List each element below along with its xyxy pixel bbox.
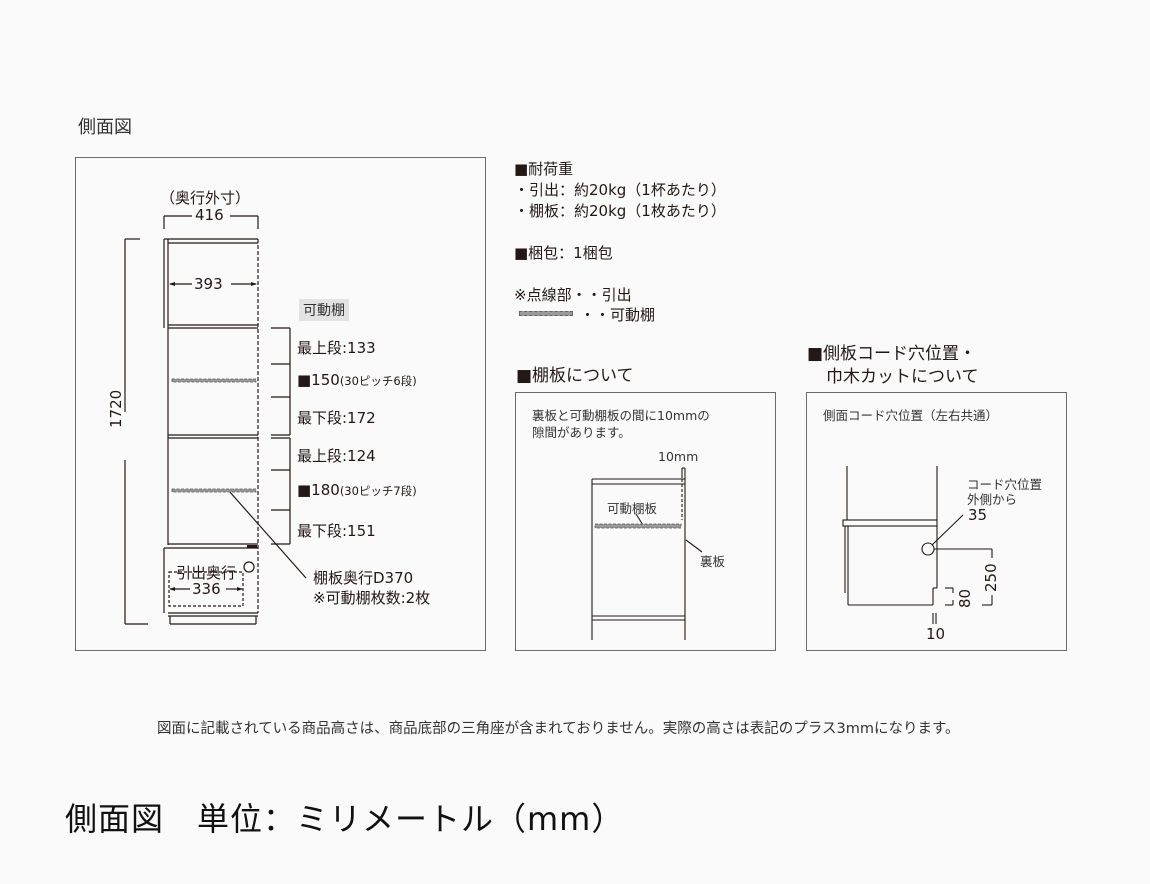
load-heading: ■耐荷重 <box>514 160 574 178</box>
lower-top-clearance: 最上段:124 <box>297 447 376 465</box>
lower-pitch-value: ■180 <box>297 481 340 499</box>
load-shelf: ・棚板：約20kg（1枚あたり） <box>514 202 726 220</box>
upper-bottom-clearance: 最下段:172 <box>297 409 376 427</box>
shelf-count-label: ※可動棚枚数:2枚 <box>313 589 431 607</box>
cord-panel-heading-line2: 巾木カットについて <box>826 367 979 387</box>
cord-panel-heading-line1: ■側板コード穴位置・ <box>807 344 977 364</box>
hole-label-line2: 外側から <box>967 492 1018 507</box>
drawer-depth-label: 引出奥行 <box>176 564 237 582</box>
adjustable-shelf-badge: 可動棚 <box>299 299 349 321</box>
lower-pitch: ■180(30ピッチ7段) <box>297 481 417 499</box>
upper-top-clearance: 最上段:133 <box>297 339 376 357</box>
shelf-description-line1: 裏板と可動棚板の間に10mmの <box>532 408 710 423</box>
main-side-view-panel <box>75 157 486 651</box>
load-drawer: ・引出：約20kg（1杯あたり） <box>514 181 726 199</box>
lower-bottom-clearance: 最下段:151 <box>297 522 376 540</box>
page-title: 側面図 <box>78 117 132 138</box>
legend-shelf: ・・可動棚 <box>580 306 656 324</box>
cut-depth-value: 10 <box>926 625 946 643</box>
gap-label: 10mm <box>658 449 699 464</box>
lower-pitch-note: (30ピッチ7段) <box>339 484 417 498</box>
adjustable-shelf-label: 可動棚板 <box>607 501 658 516</box>
shelf-depth-label: 棚板奥行D370 <box>313 569 414 587</box>
hole-label-line1: コード穴位置 <box>967 477 1043 492</box>
upper-pitch: ■150(30ピッチ6段) <box>297 371 417 389</box>
legend-dotted: ※点線部・・引出 <box>514 286 632 304</box>
cord-subtitle: 側面コード穴位置（左右共通） <box>823 408 999 423</box>
depth-outer-label: （奥行外寸） <box>160 189 251 207</box>
legend-shelf-swatch <box>519 311 573 316</box>
back-panel-label: 裏板 <box>700 554 726 569</box>
hole-offset-value: 35 <box>968 506 988 524</box>
upper-pitch-note: (30ピッチ6段) <box>339 374 417 388</box>
upper-pitch-value: ■150 <box>297 371 340 389</box>
packaging: ■梱包：1梱包 <box>514 244 613 262</box>
shelf-description-line2: 隙間があります。 <box>532 425 631 440</box>
shelf-panel <box>515 392 776 651</box>
drawer-depth-value: 336 <box>192 580 221 598</box>
height-note: 図面に記載されている商品高さは、商品底部の三角座が含まれておりません。実際の高さ… <box>157 721 960 737</box>
depth-inner-value: 393 <box>194 275 223 293</box>
shelf-panel-heading: ■棚板について <box>516 366 634 386</box>
depth-outer-value: 416 <box>195 206 224 224</box>
footer-title: 側面図 単位：ミリメートル（mm） <box>65 800 625 838</box>
